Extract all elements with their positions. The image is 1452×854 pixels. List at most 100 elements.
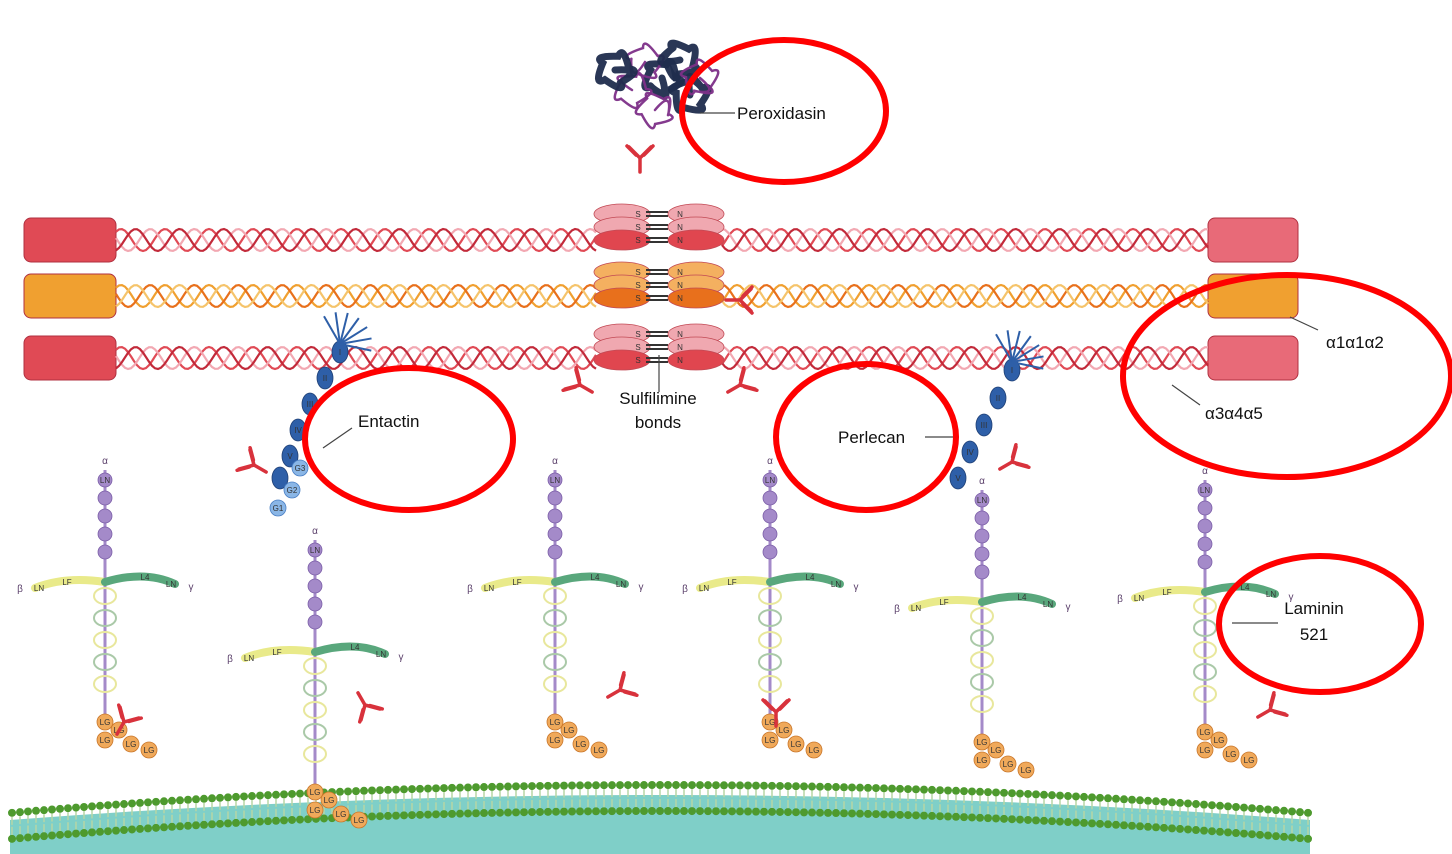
lipid-head bbox=[136, 799, 144, 807]
lf-domain-label: LF bbox=[62, 578, 71, 587]
alpha112-leader bbox=[1290, 317, 1318, 330]
alpha-chain-label: α bbox=[102, 456, 108, 467]
antibody-icon bbox=[993, 445, 1029, 481]
lipid-head bbox=[256, 792, 264, 800]
ln-domain-label: LN bbox=[1134, 594, 1144, 603]
alpha345-leader bbox=[1172, 385, 1200, 405]
lipid-head bbox=[792, 782, 800, 790]
ln-domain-label: LN bbox=[550, 476, 560, 485]
lipid-head bbox=[520, 782, 528, 790]
lipid-head bbox=[736, 781, 744, 789]
lipid-head bbox=[1232, 803, 1240, 811]
sulfur-atom-label: S bbox=[635, 210, 640, 219]
domain-roman-label: I bbox=[1011, 366, 1013, 375]
laminin-alpha-domain bbox=[308, 597, 322, 611]
collagen-7s-domain bbox=[24, 218, 116, 262]
lipid-head bbox=[80, 803, 88, 811]
laminin-alpha-domain bbox=[98, 527, 112, 541]
lipid-head bbox=[1240, 804, 1248, 812]
lipid-head bbox=[664, 781, 672, 789]
laminin-521-molecule: αLNβLNLFγL4LNLGLGLGLGLG bbox=[467, 456, 643, 758]
lipid-head bbox=[232, 819, 240, 827]
lipid-head bbox=[368, 786, 376, 794]
lg-domain-label: LG bbox=[765, 736, 776, 745]
lipid-head bbox=[648, 807, 656, 815]
lipid-head bbox=[960, 787, 968, 795]
peroxidasin-strand bbox=[661, 43, 697, 78]
collagen-helix-strand bbox=[116, 347, 596, 369]
lipid-head bbox=[512, 808, 520, 816]
lipid-head bbox=[432, 810, 440, 818]
lipid-head bbox=[776, 808, 784, 816]
lg-domain-label: LG bbox=[977, 738, 988, 747]
laminin-alpha-domain bbox=[548, 545, 562, 559]
lipid-head bbox=[496, 783, 504, 791]
lipid-head bbox=[1048, 817, 1056, 825]
lipid-head bbox=[512, 782, 520, 790]
lipid-head bbox=[1192, 800, 1200, 808]
antibody-arm bbox=[602, 675, 635, 707]
lipid-head bbox=[504, 809, 512, 817]
lipid-head bbox=[184, 822, 192, 830]
lipid-head bbox=[520, 808, 528, 816]
lipid-head bbox=[464, 809, 472, 817]
lipid-head bbox=[1200, 827, 1208, 835]
lipid-head bbox=[936, 786, 944, 794]
lipid-head bbox=[680, 807, 688, 815]
lipid-head bbox=[856, 784, 864, 792]
lipid-head bbox=[176, 822, 184, 830]
lipid-head bbox=[1120, 795, 1128, 803]
lipid-head bbox=[24, 807, 32, 815]
peroxidasin-strand bbox=[598, 53, 634, 88]
lipid-head bbox=[1152, 797, 1160, 805]
lipid-head bbox=[1032, 790, 1040, 798]
lipid-head bbox=[456, 784, 464, 792]
sulfilimine-label-line2: bonds bbox=[635, 413, 681, 432]
gamma-chain-label: γ bbox=[399, 652, 404, 663]
lipid-head bbox=[560, 782, 568, 790]
lipid-head bbox=[1160, 798, 1168, 806]
lipid-head bbox=[464, 783, 472, 791]
lipid-head bbox=[264, 817, 272, 825]
lg-domain-label: LG bbox=[324, 796, 335, 805]
l4-domain-label: L4 bbox=[351, 643, 360, 652]
lipid-head bbox=[120, 826, 128, 834]
lipid-head bbox=[1304, 809, 1312, 817]
domain-roman-label: IV bbox=[294, 426, 302, 435]
lipid-head bbox=[752, 782, 760, 790]
gamma-chain-label: γ bbox=[189, 582, 194, 593]
lipid-head bbox=[96, 828, 104, 836]
laminin-alpha-domain bbox=[98, 509, 112, 523]
lipid-head bbox=[168, 797, 176, 805]
lipid-head bbox=[72, 804, 80, 812]
lipid-head bbox=[760, 808, 768, 816]
nc1-hexamer-junction: SNSNSNSNSNSNSNSNSN bbox=[594, 204, 724, 370]
lipid-head bbox=[1272, 832, 1280, 840]
lipid-head bbox=[800, 782, 808, 790]
nitrogen-atom-label: N bbox=[677, 236, 683, 245]
lipid-head bbox=[336, 788, 344, 796]
lipid-head bbox=[368, 812, 376, 820]
ln-domain-label: LN bbox=[977, 496, 987, 505]
lipid-head bbox=[1256, 831, 1264, 839]
lipid-head bbox=[864, 784, 872, 792]
sulfur-atom-label: S bbox=[635, 356, 640, 365]
lipid-head bbox=[712, 807, 720, 815]
laminin-alpha-domain bbox=[308, 561, 322, 575]
lipid-head bbox=[1088, 819, 1096, 827]
lipid-head bbox=[584, 807, 592, 815]
lipid-head bbox=[1184, 825, 1192, 833]
lipid-head bbox=[160, 797, 168, 805]
lipid-head bbox=[408, 811, 416, 819]
lipid-head bbox=[1224, 828, 1232, 836]
lipid-head bbox=[64, 830, 72, 838]
lipid-head bbox=[528, 808, 536, 816]
lipid-head bbox=[1248, 804, 1256, 812]
lipid-head bbox=[1072, 818, 1080, 826]
laminin-alpha-domain bbox=[548, 509, 562, 523]
lipid-head bbox=[1176, 825, 1184, 833]
lipid-head bbox=[280, 790, 288, 798]
lipid-head bbox=[120, 800, 128, 808]
lg-domain-label: LG bbox=[310, 806, 321, 815]
lipid-head bbox=[528, 782, 536, 790]
